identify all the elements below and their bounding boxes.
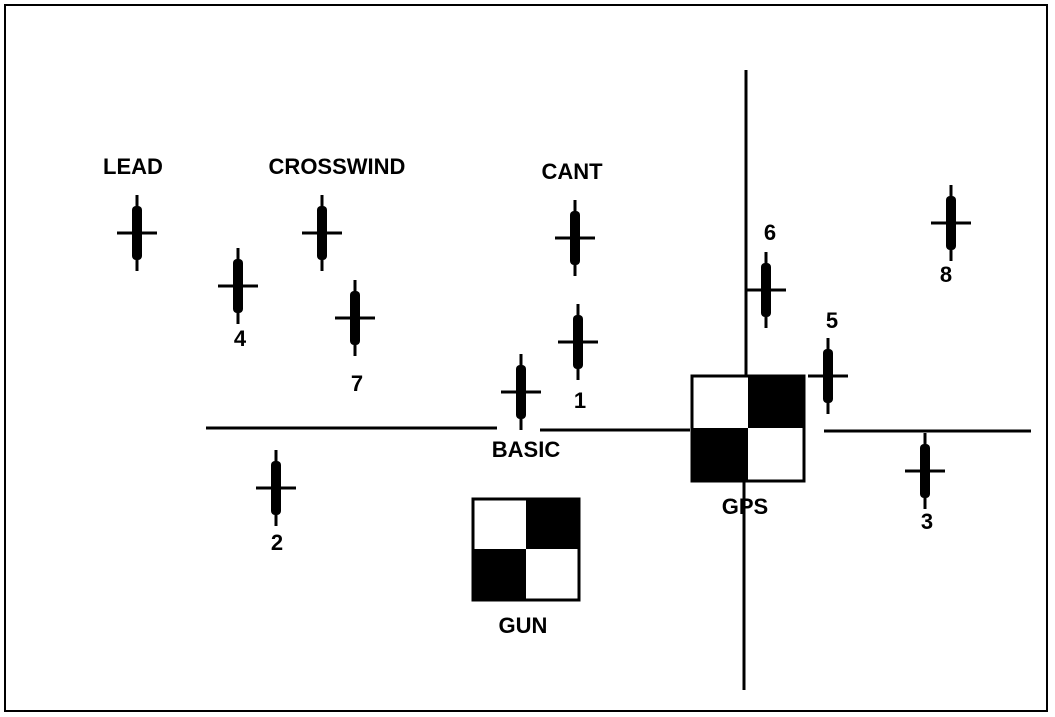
number-5: 5 [826, 308, 838, 333]
marker-7 [333, 278, 377, 358]
number-7: 7 [351, 371, 363, 396]
gun-checker [471, 497, 581, 602]
label-crosswind: CROSSWIND [269, 154, 406, 179]
number-4: 4 [234, 326, 247, 351]
marker-cant [553, 198, 597, 278]
marker-6 [744, 250, 788, 330]
marker-crosswind [300, 193, 344, 273]
marker-2 [254, 448, 298, 528]
label-gps: GPS [722, 494, 768, 519]
number-3: 3 [921, 509, 933, 534]
marker-5 [806, 336, 850, 416]
label-basic: BASIC [492, 437, 561, 462]
marker-8 [929, 183, 973, 263]
marker-3 [903, 431, 947, 511]
label-gun: GUN [499, 613, 548, 638]
marker-4 [216, 246, 260, 326]
marker-lead [115, 193, 159, 273]
label-cant: CANT [541, 159, 603, 184]
marker-basic [499, 352, 543, 432]
number-8: 8 [940, 262, 952, 287]
number-2: 2 [271, 530, 283, 555]
marker-1 [556, 302, 600, 382]
number-1: 1 [574, 388, 586, 413]
gps-checker [690, 374, 806, 483]
number-6: 6 [764, 220, 776, 245]
label-lead: LEAD [103, 154, 163, 179]
